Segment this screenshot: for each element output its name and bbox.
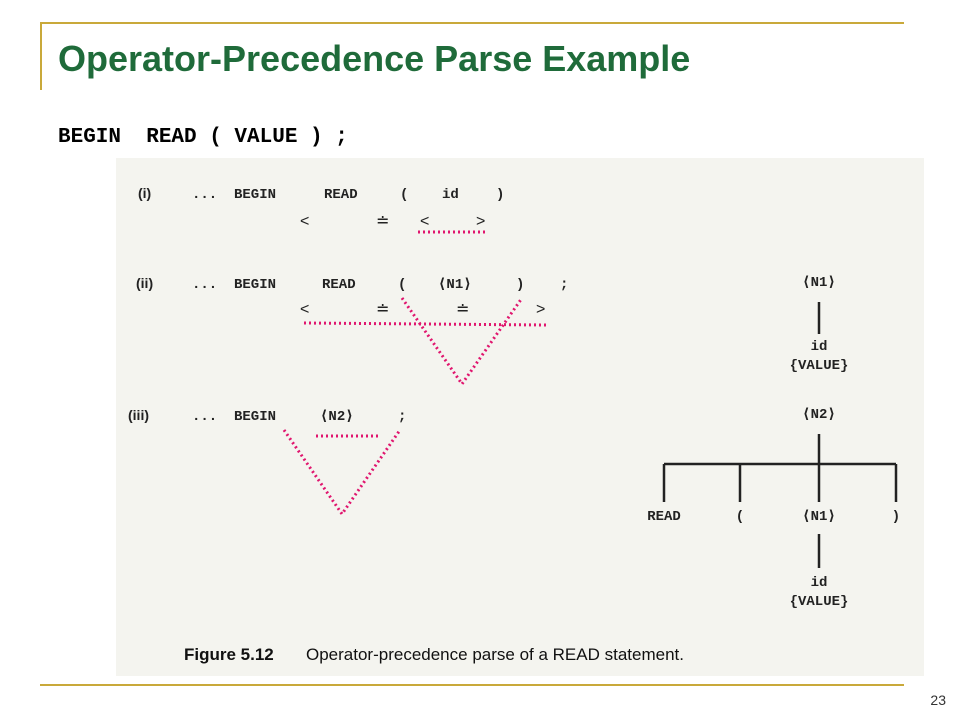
parse-tree-iii: ⟨N2⟩ READ ( ⟨N1⟩ ) id {VALUE} [647, 407, 900, 610]
handle-underline [303, 321, 547, 327]
token: ) [516, 277, 524, 293]
relation: < [420, 213, 429, 230]
row-iii: (iii) ... BEGIN ⟨N2⟩ ; [128, 407, 406, 517]
token: ) [496, 187, 504, 203]
relation: ≐ [456, 301, 469, 318]
parse-figure: (i) ... BEGIN READ ( id ) < ≐ < > (ii) .… [128, 185, 900, 664]
tree-node: id [811, 575, 828, 591]
tree-node-value: {VALUE} [790, 358, 849, 374]
source-statement: BEGIN READ ( VALUE ) ; [58, 126, 348, 149]
frame-bottom-rule [40, 684, 904, 686]
token: ⟨N2⟩ [320, 409, 354, 425]
token: READ [324, 187, 358, 203]
relation: > [536, 301, 545, 318]
row-label: (i) [138, 185, 151, 201]
tree-node: READ [647, 509, 681, 525]
figure-number: Figure 5.12 [184, 645, 274, 664]
tree-node: ( [736, 509, 744, 525]
tree-node: ) [892, 509, 900, 525]
tree-node: ⟨N2⟩ [802, 407, 836, 423]
token: ( [400, 187, 408, 203]
parse-tree-ii: ⟨N1⟩ id {VALUE} [790, 275, 849, 374]
frame-top-rule [40, 22, 904, 24]
token: ... [192, 277, 217, 293]
token: BEGIN [234, 277, 276, 293]
figure-caption: Figure 5.12 Operator-precedence parse of… [184, 645, 684, 664]
token: ( [398, 277, 406, 293]
tree-node-value: {VALUE} [790, 594, 849, 610]
token: BEGIN [234, 187, 276, 203]
figure-caption-text: Operator-precedence parse of a READ stat… [306, 645, 684, 664]
token: ... [192, 409, 217, 425]
row-i: (i) ... BEGIN READ ( id ) < ≐ < > [138, 185, 504, 234]
reduction-marker [282, 429, 402, 517]
frame-left-rule [40, 22, 42, 90]
token: ... [192, 187, 217, 203]
slide-title: Operator-Precedence Parse Example [58, 38, 691, 79]
token: ; [560, 277, 568, 293]
row-ii: (ii) ... BEGIN READ ( ⟨N1⟩ ) ; < ≐ ≐ > [136, 275, 568, 387]
token: ⟨N1⟩ [438, 277, 472, 293]
row-label: (ii) [136, 275, 153, 291]
tree-node: ⟨N1⟩ [802, 509, 836, 525]
token: BEGIN [234, 409, 276, 425]
relation: > [476, 213, 485, 230]
tree-node: ⟨N1⟩ [802, 275, 836, 291]
row-label: (iii) [128, 407, 149, 423]
relation: < [300, 301, 309, 318]
relation: ≐ [376, 301, 389, 318]
relation: < [300, 213, 309, 230]
token: id [442, 187, 459, 203]
tree-node: id [811, 339, 828, 355]
figure-background [116, 158, 924, 676]
page-number: 23 [930, 692, 946, 708]
relation: ≐ [376, 213, 389, 230]
token: READ [322, 277, 356, 293]
token: ; [398, 409, 406, 425]
